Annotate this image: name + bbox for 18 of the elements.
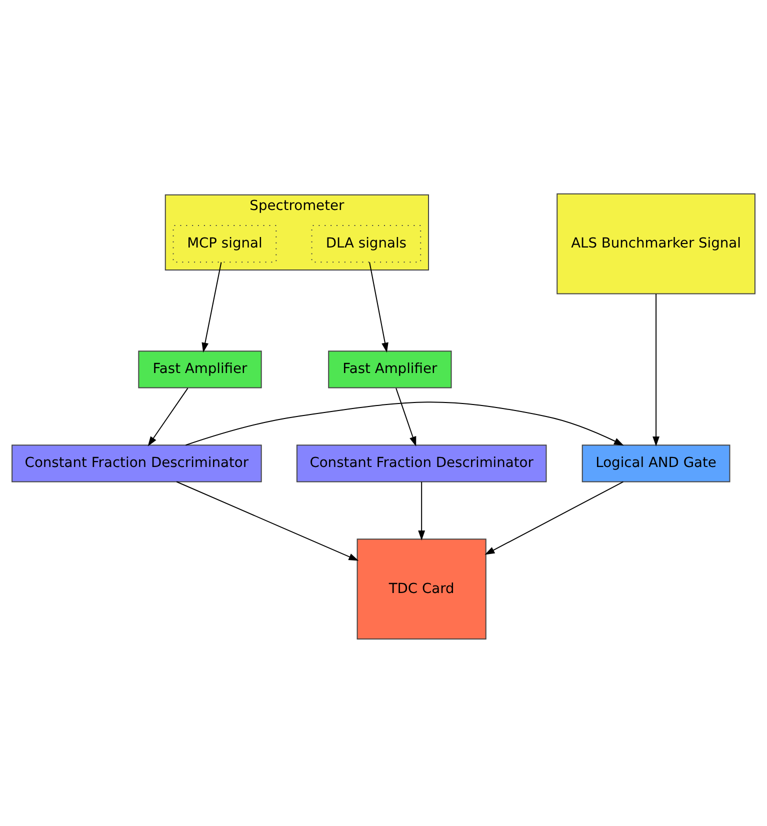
node-box: Fast Amplifier xyxy=(328,350,452,388)
arrow xyxy=(396,388,416,446)
arrow xyxy=(652,293,660,446)
arrow xyxy=(202,262,222,353)
node-box: MCP signal xyxy=(172,225,277,263)
node-box: Constant Fraction Descriminator xyxy=(296,444,547,482)
node-box: DLA signals xyxy=(311,225,422,263)
node-box: ALS Bunchmarker Signal xyxy=(556,193,756,294)
arrow xyxy=(148,388,188,446)
node-box: TDC Card xyxy=(356,538,486,640)
arrow xyxy=(369,262,388,353)
node-box: Fast Amplifier xyxy=(138,350,262,388)
node-box: Logical AND Gate xyxy=(582,444,730,482)
node-box: Constant Fraction Descriminator xyxy=(12,444,262,482)
arrow xyxy=(484,481,624,555)
arrow xyxy=(176,481,359,561)
arrow xyxy=(418,481,426,540)
arrow xyxy=(185,402,624,446)
